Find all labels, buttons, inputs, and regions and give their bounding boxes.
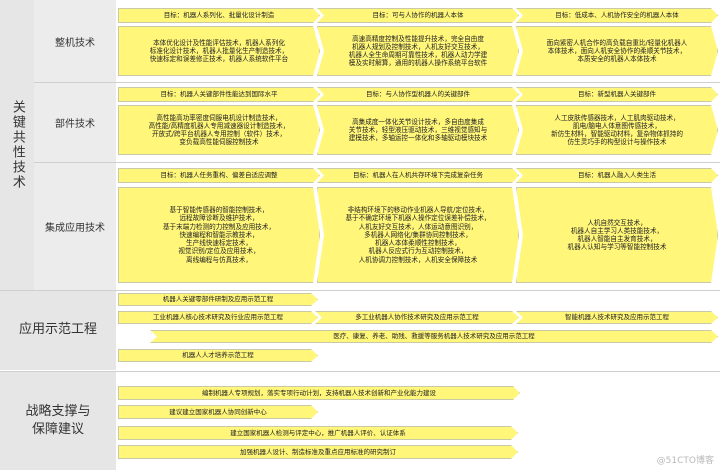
goal-arrow: 目标：机器人在人机共存环境下完成复杂任务 [317,168,519,183]
goal-arrow: 目标：机器人融入人类生活 [516,168,718,183]
tech-arrow: 基于智能传感器的智能控制技术， 远程故障诊断及维护技术， 基于末端力检测的力控制… [118,187,320,283]
row-separator [0,290,720,291]
tech-arrow: 本体优化设计及性能评估技术，机器人系列化 标准化设计技术，机器人批量化生产制造技… [118,26,320,76]
category-strategy-label: 战略支撑与保障建议 [25,404,91,437]
strategy-arrow: 建议建立国家机器人协同创新中心 [118,405,318,419]
goal-arrow: 目标：与人协作型机器人的关键部件 [317,87,519,102]
watermark: @51CTO博客 [656,456,714,466]
tech-arrow: 人机自然交互技术， 机器人自主学习人类技能技术， 机器人智能自主发育技术， 机器… [516,187,718,283]
row-separator [34,82,720,83]
subcategory-whole-machine: 整机技术 [34,0,116,82]
goal-arrow: 目标：低成本、人机协作安全的机器人本体 [516,8,718,23]
goal-arrow: 目标：可与人协作的机器人本体 [317,8,519,23]
goal-arrow: 目标：机器人任务重构、偏差自适应调整 [118,168,320,183]
application-arrow: 机器人关键零部件研制及应用示范工程 [118,293,318,306]
tech-arrow: 面向紧密人机合作的高负载自重比/轻量化机器人 本体技术，面向人机安全协作的柔顺关… [516,26,718,76]
tech-arrow: 非结构环境下的移动作业机器人导航/定位技术， 基于不确定环境下机器人操作定位误差… [317,187,519,283]
category-application-demo: 应用示范工程 [0,290,116,370]
category-key-tech-label: 关键共性技术 [9,100,25,190]
row-separator [0,371,720,372]
strategy-arrow: 建立国家机器人检测与评定中心，推广机器人评价、认证体系 [118,426,518,440]
goal-arrow: 目标：机器人系列化、批量化设计制造 [118,8,320,23]
strategy-arrow: 编制机器人专项规划，落实专项行动计划，支持机器人技术创新和产业化能力建设 [118,386,520,400]
tech-arrow: 人工皮肤传感器技术，人工肌肉驱动技术， 肌电/脑电人体意图传感技术， 新仿生材料… [516,105,718,155]
tech-arrow: 高性能高功率密度伺服电机设计制造技术， 高性能/高精度机器人专用减速器设计制造技… [118,105,320,155]
goal-arrow: 目标：机器人关键部件性能达到国际水平 [118,87,320,102]
application-arrow: 医疗、康复、养老、助残、救援等服务机器人技术研究及应用示范工程 [150,330,718,343]
application-arrow: 智能机器人技术研究及应用示范工程 [516,311,718,324]
row-separator [34,162,720,163]
tech-arrow: 高速高精度控制及性能提升技术，完全自由度 机器人规划及控制技术，人机友好交互技术… [317,26,519,76]
subcategory-components: 部件技术 [34,82,116,162]
application-arrow: 多工业机器人协作技术研究及应用示范工程 [315,311,519,324]
application-arrow: 工业机器人核心技术研究及行业应用示范工程 [118,311,318,324]
category-strategy: 战略支撑与保障建议 [0,372,116,470]
tech-arrow: 高集成度一体化关节设计技术，多自由度集成 关节技术，轻型液压驱动技术，三维视觉感… [317,105,519,155]
category-key-tech: 关键共性技术 [0,0,34,290]
application-arrow: 机器人人才培养示范工程 [118,349,318,362]
strategy-arrow: 加强机器人设计、制造标准及重点应用标准的研究制订 [118,445,518,459]
goal-arrow: 目标：新型机器人关键部件 [516,87,718,102]
subcategory-integration: 集成应用技术 [34,162,116,290]
